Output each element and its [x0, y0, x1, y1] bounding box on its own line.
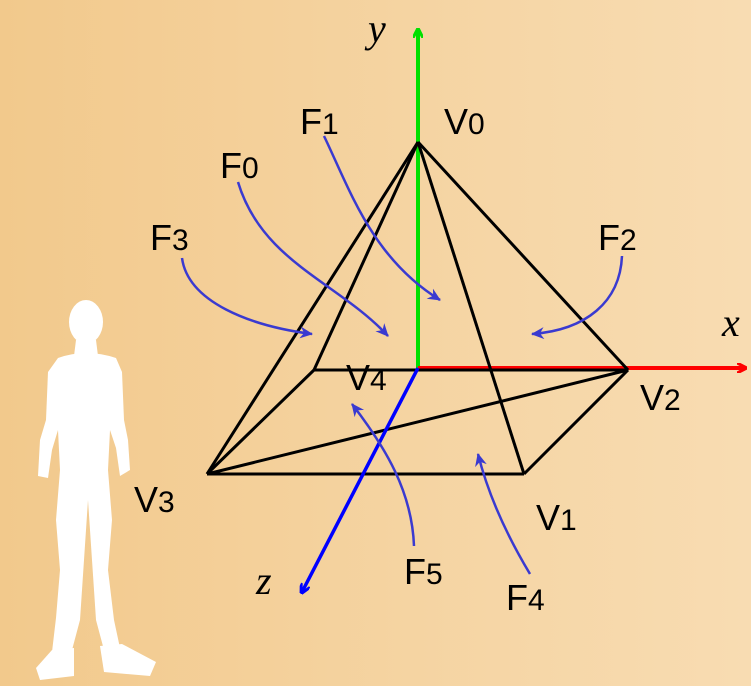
face-label-f2: F2 — [598, 217, 637, 258]
pyramid-edges — [205, 140, 630, 476]
y-axis-label: y — [364, 6, 386, 51]
arrow-f1 — [322, 135, 441, 302]
face-arrows — [180, 135, 624, 575]
face-label-f0: F0 — [220, 145, 259, 186]
vertex-label-v2: V2 — [640, 377, 681, 418]
face-label-f4: F4 — [506, 577, 545, 618]
vertex-label-v0: V0 — [444, 101, 485, 142]
face-label-f3: F3 — [150, 217, 189, 258]
arrow-f4 — [475, 453, 532, 575]
face-label-f1: F1 — [300, 101, 339, 142]
arrow-f2 — [531, 255, 624, 340]
face-label-f5: F5 — [404, 551, 443, 592]
z-axis — [302, 367, 420, 592]
vertex-label-v3: V3 — [134, 479, 175, 520]
arrow-f5 — [351, 403, 416, 547]
vertex-label-v1: V1 — [536, 497, 577, 538]
x-axis-label: x — [721, 300, 740, 345]
arrow-f3 — [180, 257, 313, 339]
z-axis-label: z — [255, 558, 272, 603]
arrow-f0 — [236, 181, 389, 337]
vertex-label-v4: V4 — [346, 357, 387, 398]
human-silhouette-icon — [36, 300, 156, 680]
